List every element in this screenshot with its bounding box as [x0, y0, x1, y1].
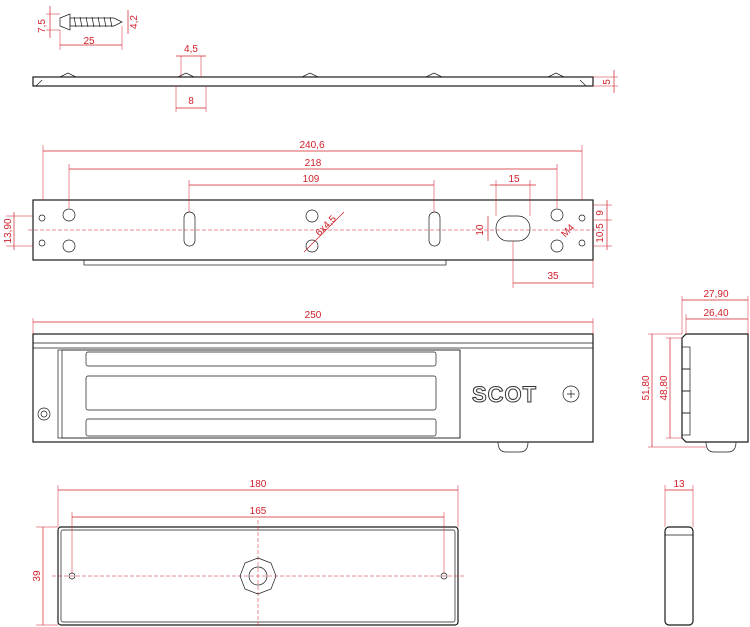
plate-dim-35: 35 — [547, 271, 559, 282]
plate-slot-right — [428, 211, 441, 247]
magnet-dim-250: 250 — [305, 310, 322, 321]
plate-side-bumps — [59, 72, 565, 78]
armature-dim-39: 39 — [32, 570, 43, 582]
plate-hole — [550, 208, 564, 222]
magnet-coil-bottom — [85, 418, 437, 437]
plate-hole — [62, 239, 76, 253]
magnet-screw — [37, 407, 51, 421]
plate-dim-9: 9 — [595, 210, 606, 216]
plate-side-dim-4-5: 4,5 — [184, 44, 198, 55]
magnet-side-dim-26-40: 26,40 — [703, 308, 728, 319]
armature-center-nut — [239, 557, 277, 595]
armature-side-body — [664, 526, 694, 626]
plate-hole — [550, 239, 564, 253]
screw-dim-7-5: 7,5 — [37, 19, 48, 33]
plate-dim-109: 109 — [303, 174, 320, 185]
plate-dim-10: 10 — [475, 224, 486, 236]
plate-hole — [305, 239, 319, 253]
armature-dim-165: 165 — [250, 506, 267, 517]
magnet-phillips-screw — [562, 385, 580, 403]
scot-logo: SCOT — [472, 382, 537, 407]
screw-dim-4-2: 4,2 — [129, 15, 140, 29]
plate-top-lip — [83, 259, 447, 266]
screw-thread — [73, 16, 113, 28]
plate-dim-13-90: 13,90 — [3, 218, 14, 243]
plate-side-dim-8: 8 — [188, 96, 194, 107]
magnet-side-body — [681, 333, 749, 443]
plate-side-view: 4,5 8 5 — [32, 44, 618, 112]
armature-front-view: 180 165 39 — [32, 479, 464, 627]
plate-hole — [305, 209, 319, 223]
magnet-side-dim-27-90: 27,90 — [703, 289, 728, 300]
armature-side-dim-13: 13 — [673, 479, 685, 490]
screw-view: 7,5 25 4,2 — [37, 6, 140, 50]
plate-hole — [62, 208, 76, 222]
magnet-side-dim-48-80: 48,80 — [659, 375, 670, 400]
armature-dim-180: 180 — [250, 479, 267, 490]
screw-head — [59, 13, 71, 31]
magnet-coil-top — [85, 351, 437, 367]
magnet-front-view: SCOT 250 — [32, 310, 594, 453]
plate-slot-left — [183, 211, 196, 247]
magnet-side-dim-51-80: 51,80 — [641, 375, 652, 400]
plate-side-dim-5: 5 — [602, 79, 613, 85]
plate-dim-10-5: 10,5 — [595, 223, 606, 243]
plate-dim-15: 15 — [508, 174, 520, 185]
plate-dim-240-6: 240,6 — [299, 140, 324, 151]
magnet-side-view: 27,90 26,40 51,80 48,80 — [641, 289, 749, 453]
magnet-foot — [497, 441, 529, 453]
plate-dim-218: 218 — [305, 158, 322, 169]
screw-shank — [69, 17, 123, 27]
screw-dim-25: 25 — [83, 36, 95, 47]
plate-side-body — [32, 76, 594, 87]
magnet-coil-middle — [85, 375, 437, 411]
armature-side-view: 13 — [664, 479, 694, 626]
plate-top-view: 240,6 218 109 15 6x4,5 13,90 10 9 10,5 M… — [3, 140, 612, 288]
